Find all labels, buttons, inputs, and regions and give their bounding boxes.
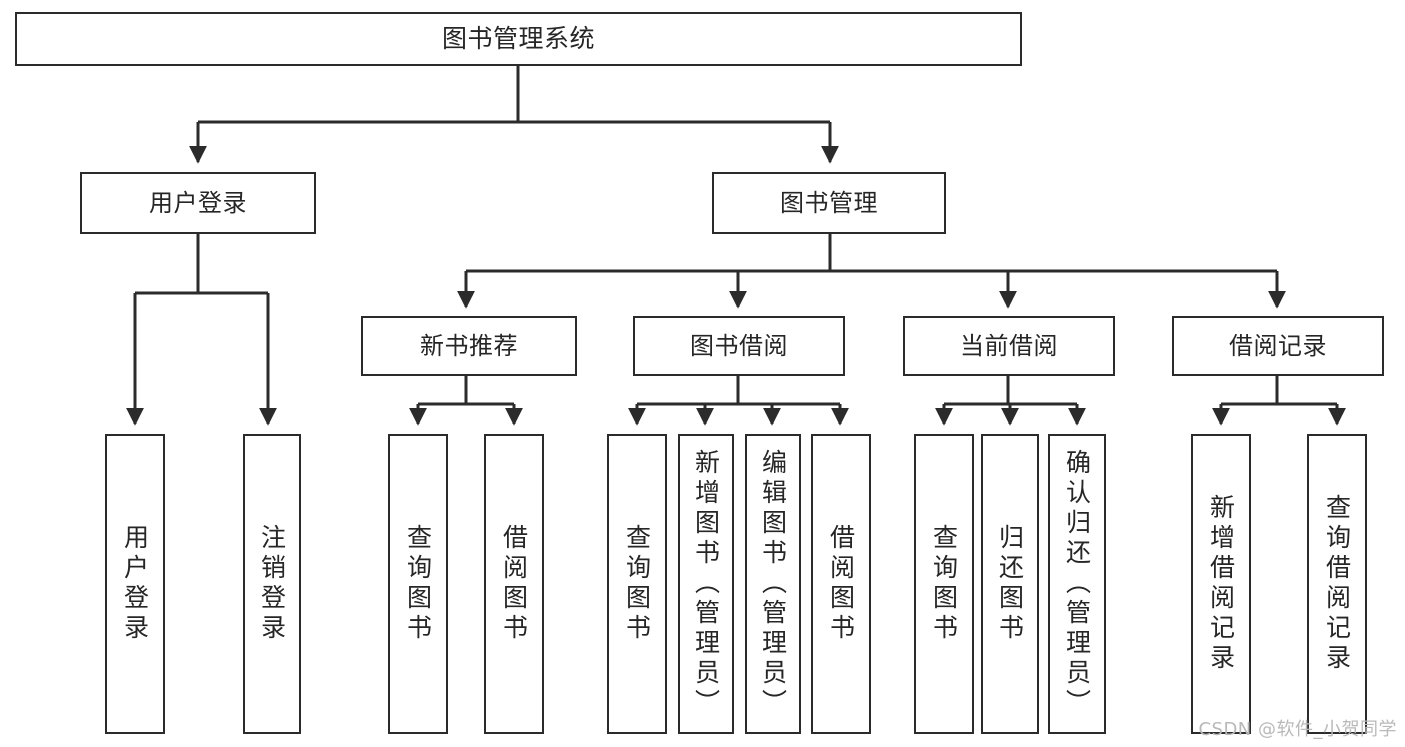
node-leaf-query-book-3[interactable]: 查询图书: [914, 434, 974, 734]
node-leaf-borrow-book-2-label: 借阅图书: [826, 524, 856, 644]
node-leaf-logout-label: 注销登录: [257, 524, 287, 644]
node-leaf-query-book-3-label: 查询图书: [929, 524, 959, 644]
node-leaf-add-book[interactable]: 新增图书（管理员）: [678, 434, 734, 734]
node-current-borrow[interactable]: 当前借阅: [903, 316, 1115, 376]
node-leaf-user-login-label: 用户登录: [120, 524, 150, 644]
node-user-login[interactable]: 用户登录: [80, 172, 316, 234]
node-leaf-user-login[interactable]: 用户登录: [105, 434, 165, 734]
node-new-book-recommend-label: 新书推荐: [420, 331, 518, 360]
node-leaf-confirm-return-label: 确认归还（管理员）: [1062, 449, 1092, 719]
node-leaf-edit-book[interactable]: 编辑图书（管理员）: [745, 434, 801, 734]
node-book-borrow[interactable]: 图书借阅: [633, 316, 845, 376]
node-leaf-borrow-book-2[interactable]: 借阅图书: [811, 434, 871, 734]
node-leaf-add-record-label: 新增借阅记录: [1206, 494, 1236, 674]
node-leaf-query-book-1[interactable]: 查询图书: [388, 434, 448, 734]
node-leaf-query-book-1-label: 查询图书: [403, 524, 433, 644]
node-leaf-query-record[interactable]: 查询借阅记录: [1307, 434, 1367, 734]
node-root-label: 图书管理系统: [441, 24, 595, 54]
node-leaf-return-book[interactable]: 归还图书: [981, 434, 1039, 734]
node-new-book-recommend[interactable]: 新书推荐: [361, 316, 577, 376]
node-leaf-query-book-2-label: 查询图书: [622, 524, 652, 644]
node-leaf-add-book-label: 新增图书（管理员）: [691, 449, 721, 719]
node-book-borrow-label: 图书借阅: [690, 331, 788, 360]
node-leaf-query-book-2[interactable]: 查询图书: [607, 434, 667, 734]
node-leaf-return-book-label: 归还图书: [995, 524, 1025, 644]
node-borrow-record[interactable]: 借阅记录: [1172, 316, 1384, 376]
node-leaf-borrow-book-1-label: 借阅图书: [499, 524, 529, 644]
node-leaf-query-record-label: 查询借阅记录: [1322, 494, 1352, 674]
node-leaf-logout[interactable]: 注销登录: [243, 434, 301, 734]
node-leaf-borrow-book-1[interactable]: 借阅图书: [484, 434, 544, 734]
node-leaf-add-record[interactable]: 新增借阅记录: [1191, 434, 1251, 734]
node-book-manage[interactable]: 图书管理: [712, 172, 946, 234]
node-leaf-edit-book-label: 编辑图书（管理员）: [758, 449, 788, 719]
node-leaf-confirm-return[interactable]: 确认归还（管理员）: [1048, 434, 1106, 734]
watermark: CSDN @软件_小贺同学: [1198, 719, 1397, 740]
node-book-manage-label: 图书管理: [780, 188, 878, 217]
node-current-borrow-label: 当前借阅: [960, 331, 1058, 360]
node-root[interactable]: 图书管理系统: [15, 12, 1022, 66]
node-borrow-record-label: 借阅记录: [1229, 331, 1327, 360]
node-user-login-label: 用户登录: [149, 188, 247, 217]
